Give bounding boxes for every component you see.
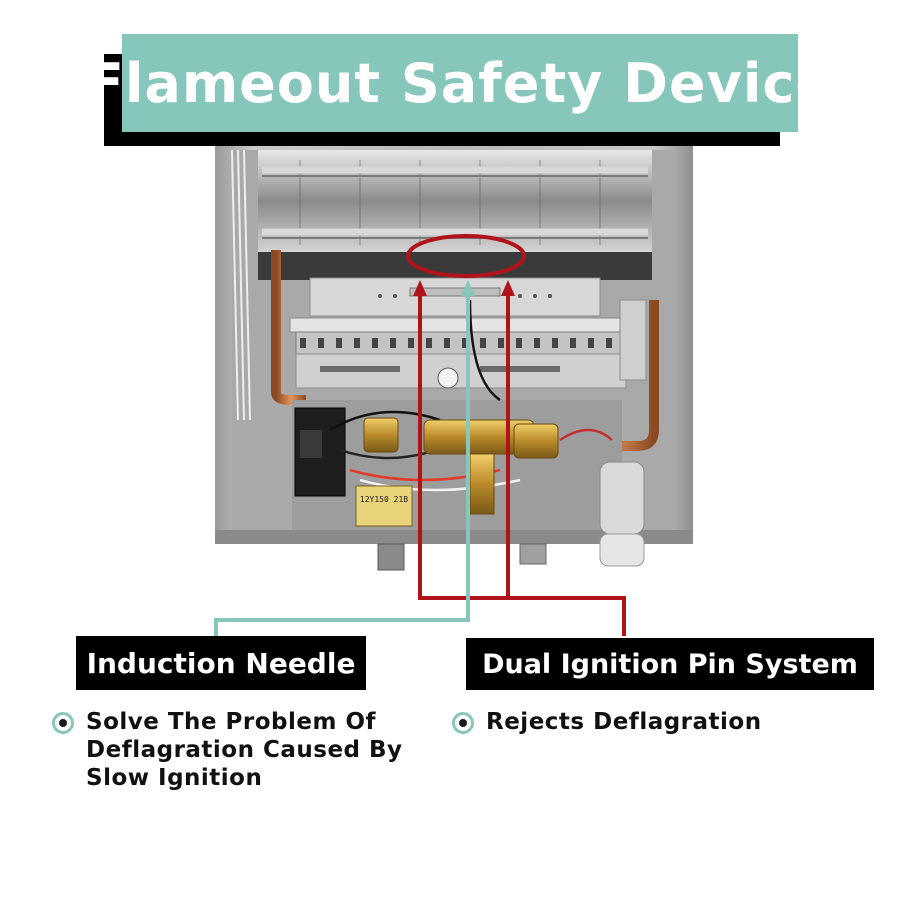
side-wires	[231, 149, 251, 421]
copper-pipe-left	[271, 250, 306, 405]
pressure-cylinder	[599, 461, 645, 535]
dual-ignition-label: Dual Ignition Pin System	[466, 638, 874, 690]
page-title: Flameout Safety Device	[87, 51, 833, 115]
induction-needle-heading: Induction Needle	[86, 646, 356, 680]
induction-needle-description: Solve The Problem Of Deflagration Caused…	[86, 709, 403, 791]
dual-ignition-heading: Dual Ignition Pin System	[482, 648, 858, 680]
red-arrow-left	[413, 280, 427, 296]
transformer	[355, 485, 413, 527]
ignition-highlight-ellipse	[406, 234, 526, 278]
transformer-stamp: 12Y150 21B	[360, 495, 408, 504]
dual-ignition-description: Rejects Deflagration	[486, 709, 762, 735]
burner-plate	[309, 277, 601, 317]
ignition-pin-leaders	[418, 292, 626, 636]
radio-bullet-icon	[52, 712, 74, 734]
teal-arrow	[461, 280, 475, 296]
dual-ignition-feature: Rejects Deflagration	[452, 708, 872, 736]
copper-pipe-right	[560, 300, 659, 451]
title-banner: Flameout Safety Device	[87, 34, 832, 132]
red-arrow-right	[501, 280, 515, 296]
radio-bullet-icon	[452, 712, 474, 734]
induction-needle-feature: Solve The Problem Of Deflagration Caused…	[52, 708, 412, 792]
induction-needle-label: Induction Needle	[76, 636, 366, 690]
burner-rail	[289, 317, 631, 333]
induction-needle-leader	[214, 292, 470, 636]
